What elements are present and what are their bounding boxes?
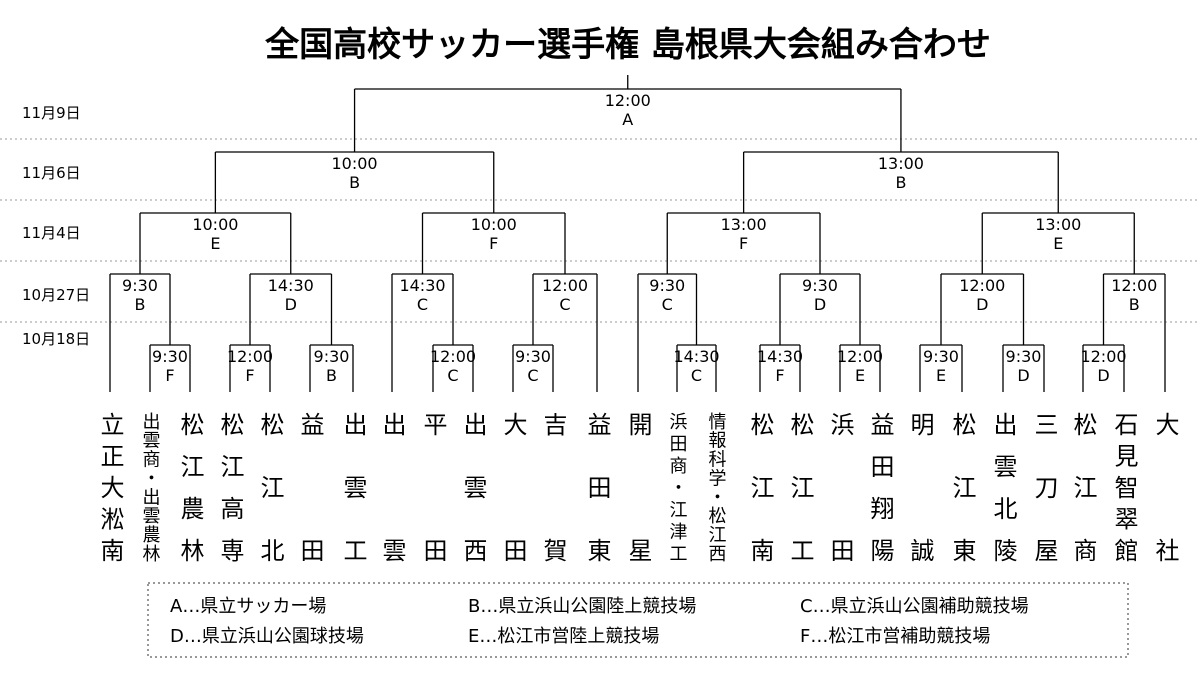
team-name: 出雲北陵	[989, 412, 1017, 562]
r2-match-time: 12:00	[1111, 276, 1157, 295]
date-round2: 10月27日	[22, 286, 90, 304]
bracket-lines	[109, 75, 1166, 392]
page-title: 全国高校サッカー選手権 島根県大会組み合わせ	[264, 25, 991, 65]
date-round1: 10月18日	[22, 330, 90, 348]
r1-match-venue: D	[1097, 366, 1109, 385]
r2-match-time: 9:30	[122, 276, 158, 295]
r1-match-time: 12:00	[837, 347, 883, 366]
r2-match-venue: C	[417, 295, 428, 314]
team-name: 情報科学・松江西	[706, 412, 727, 562]
r2-match-time: 12:00	[959, 276, 1005, 295]
legend-c: C…県立浜山公園補助競技場	[800, 596, 1029, 617]
team-name: 吉賀	[539, 412, 567, 562]
r2-match-time: 9:30	[649, 276, 685, 295]
team-name: 出雲商・出雲農林	[140, 412, 161, 562]
r1-match-venue: B	[326, 366, 337, 385]
r2-match-venue: D	[285, 295, 297, 314]
r1-match-time: 12:00	[1080, 347, 1126, 366]
r1-match-time: 14:30	[757, 347, 803, 366]
legend-a: A…県立サッカー場	[170, 596, 326, 617]
team-name: 益田東	[583, 412, 611, 562]
team-name: 開星	[624, 412, 652, 562]
r1-match-time: 14:30	[673, 347, 719, 366]
team-name: 松江農林	[176, 412, 204, 562]
date-final: 11月9日	[22, 104, 81, 122]
team-name: 三刀屋	[1030, 412, 1058, 562]
team-name: 浜田商・江津工	[667, 412, 688, 562]
sf-match-venue: B	[895, 173, 906, 192]
r1-match-venue: C	[527, 366, 538, 385]
team-name: 益田	[296, 412, 324, 562]
r2-match-time: 14:30	[399, 276, 445, 295]
team-names: 立正大淞南出雲商・出雲農林松江農林松江高専松江北益田出雲工出雲平田出雲西大田吉賀…	[96, 412, 1179, 562]
team-name: 松江東	[948, 412, 976, 562]
team-name: 益田翔陽	[866, 412, 894, 562]
r1-match-time: 9:30	[152, 347, 188, 366]
legend-f: F…松江市営補助競技場	[800, 626, 990, 647]
r1-match-venue: C	[447, 366, 458, 385]
qf-match-time: 13:00	[1035, 215, 1081, 234]
r1-match-time: 9:30	[314, 347, 350, 366]
team-name: 松江工	[786, 412, 814, 562]
r2-match-venue: D	[814, 295, 826, 314]
r1-match-venue: E	[936, 366, 946, 385]
legend-e: E…松江市営陸上競技場	[468, 626, 659, 647]
date-semifinal: 11月6日	[22, 164, 81, 182]
legend-box	[147, 582, 1129, 658]
r1-match-venue: D	[1017, 366, 1029, 385]
r1-match-time: 9:30	[923, 347, 959, 366]
team-name: 松江南	[746, 412, 774, 562]
qf-match-venue: E	[210, 234, 220, 253]
sf-match-time: 13:00	[878, 154, 924, 173]
team-name: 平田	[419, 412, 447, 562]
qf-match-time: 13:00	[721, 215, 767, 234]
r2-match-time: 12:00	[542, 276, 588, 295]
sf-match-time: 10:00	[332, 154, 378, 173]
team-name: 松江商	[1069, 412, 1097, 562]
sf-match-venue: B	[349, 173, 360, 192]
qf-match-time: 10:00	[471, 215, 517, 234]
r1-match-time: 9:30	[515, 347, 551, 366]
r1-match-venue: F	[245, 366, 254, 385]
r2-match-venue: C	[662, 295, 673, 314]
r1-match-time: 12:00	[430, 347, 476, 366]
r1-match-venue: F	[165, 366, 174, 385]
r1-match-venue: E	[855, 366, 865, 385]
team-name: 松江北	[256, 412, 284, 562]
final-match-time: 12:00	[605, 91, 651, 110]
team-name: 大田	[499, 412, 527, 562]
r2-match-venue: D	[976, 295, 988, 314]
r2-match-time: 14:30	[268, 276, 314, 295]
r2-match-venue: C	[559, 295, 570, 314]
legend-b: B…県立浜山公園陸上競技場	[468, 596, 696, 617]
qf-match-venue: F	[489, 234, 498, 253]
qf-match-venue: F	[739, 234, 748, 253]
round-separators	[0, 138, 1200, 323]
r2-match-venue: B	[135, 295, 146, 314]
qf-match-venue: E	[1053, 234, 1063, 253]
team-name: 松江高専	[216, 412, 244, 562]
team-name: 石見智翠館	[1110, 412, 1138, 562]
team-name: 出雲西	[459, 412, 487, 562]
qf-match-time: 10:00	[192, 215, 238, 234]
team-name: 立正大淞南	[96, 412, 124, 562]
legend-d: D…県立浜山公園球技場	[170, 626, 364, 647]
match-labels: 9:30F12:00F9:30B12:00C9:30C14:30C14:30F1…	[122, 91, 1157, 385]
r2-match-venue: B	[1129, 295, 1140, 314]
r1-match-venue: F	[775, 366, 784, 385]
team-name: 出雲	[378, 412, 406, 562]
r1-match-time: 9:30	[1006, 347, 1042, 366]
team-name: 出雲工	[339, 412, 367, 562]
final-match-venue: A	[622, 110, 633, 129]
team-name: 浜田	[826, 412, 854, 562]
r2-match-time: 9:30	[802, 276, 838, 295]
r1-match-time: 12:00	[227, 347, 273, 366]
date-quarterfinal: 11月4日	[22, 224, 81, 242]
team-name: 明誠	[906, 412, 934, 562]
r1-match-venue: C	[691, 366, 702, 385]
team-name: 大社	[1151, 412, 1179, 562]
